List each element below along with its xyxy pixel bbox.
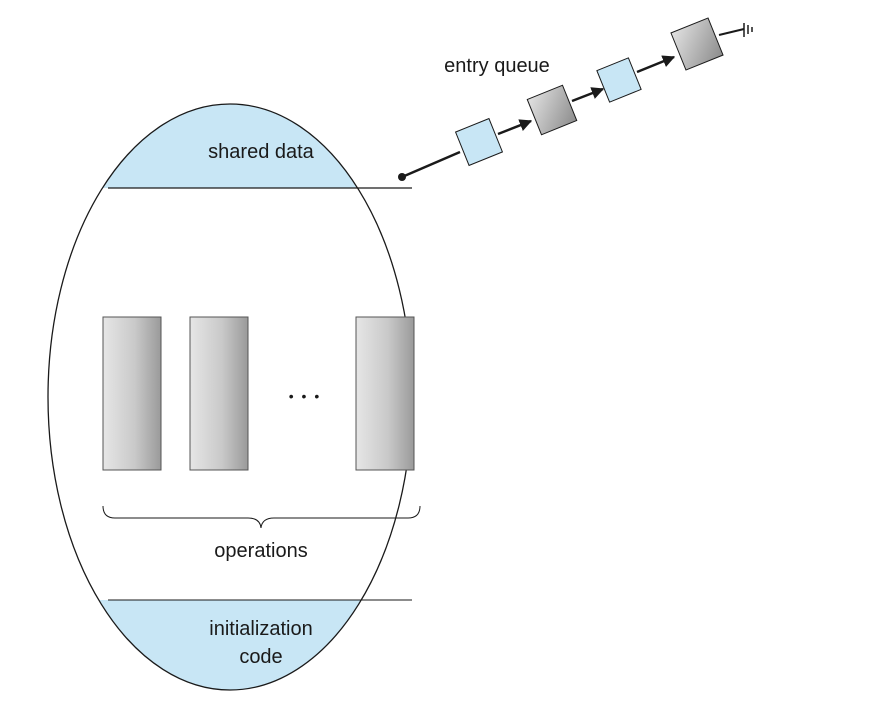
queue-node-4 [670,17,724,71]
queue-node-1 [454,117,504,167]
initialization-label: initialization [209,618,312,640]
ground-icon [743,23,753,37]
queue-link-3 [636,55,676,74]
operation-block-n [355,316,415,471]
queue-link-4 [718,28,745,36]
queue-node-2 [526,84,578,136]
queue-node-3 [596,57,642,103]
queue-link-1 [497,119,533,136]
queue-link-0 [401,150,461,179]
operation-block-2 [189,316,249,471]
code-label: code [239,646,282,668]
queue-link-2 [571,87,605,103]
operations-brace [102,505,421,529]
shared-data-label: shared data [208,141,315,163]
operations-label: operations [214,540,307,562]
operations-ellipsis: • • • [289,388,321,404]
entry-queue-label: entry queue [444,55,550,77]
initialization-code-region [48,600,412,690]
operation-block-1 [102,316,162,471]
